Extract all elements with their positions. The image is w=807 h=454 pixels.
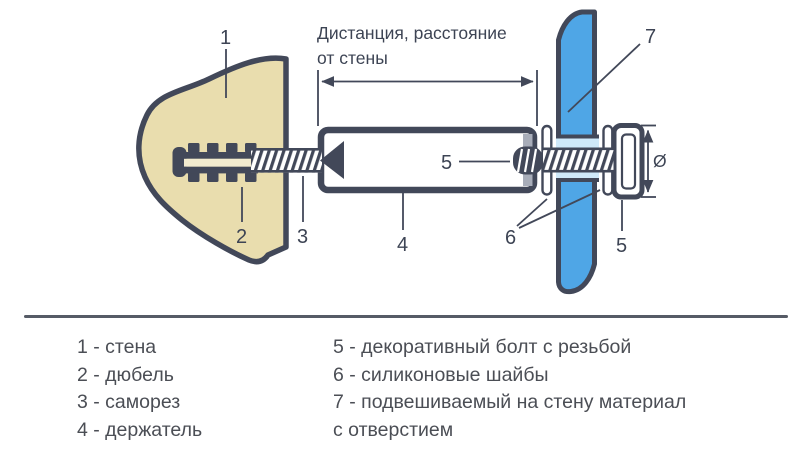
dowel bbox=[172, 143, 258, 182]
callout-panel: 7 bbox=[645, 26, 656, 48]
holder-thread-notch-top bbox=[523, 134, 533, 148]
leader-washer-right bbox=[518, 189, 601, 229]
divider bbox=[24, 315, 788, 318]
legend-column-left: 1 - стена 2 - дюбель 3 - саморез 4 - дер… bbox=[77, 334, 202, 444]
legend-item-bolt: 5 - декоративный болт с резьбой bbox=[333, 336, 632, 358]
callout-wall: 1 bbox=[220, 27, 231, 49]
screw-head bbox=[320, 141, 344, 179]
callout-bolt-at-holder: 5 bbox=[441, 152, 452, 174]
callout-washers: 6 bbox=[505, 227, 516, 249]
leader-washer-left bbox=[516, 198, 548, 227]
diameter-symbol: Ø bbox=[653, 151, 667, 171]
distance-dimension bbox=[317, 70, 538, 126]
legend-item-wall: 1 - стена bbox=[77, 336, 157, 358]
callout-dowel: 2 bbox=[236, 226, 247, 248]
bolt-thread bbox=[543, 147, 614, 173]
callout-holder: 4 bbox=[397, 234, 408, 256]
leader-lines bbox=[225, 43, 641, 231]
legend-item-washers: 6 - силиконовые шайбы bbox=[333, 363, 549, 386]
assembly-diagram: Дистанция, расстояние от стены Ø bbox=[136, 9, 667, 295]
screw-thread bbox=[251, 148, 322, 173]
legend-item-holder: 4 - держатель bbox=[77, 418, 203, 441]
holder bbox=[317, 126, 538, 194]
bolt-stud-grooves bbox=[516, 148, 538, 173]
leader-panel bbox=[567, 43, 641, 113]
diagram-area: Дистанция, расстояние от стены Ø bbox=[136, 9, 667, 295]
diameter-dimension bbox=[641, 124, 656, 198]
callout-cap: 5 bbox=[616, 235, 627, 257]
dimension-note-line1: Дистанция, расстояние bbox=[317, 23, 507, 43]
legend-item-panel: 7 - подвешиваемый на стену материал bbox=[333, 391, 687, 414]
legend-item-dowel: 2 - дюбель bbox=[77, 363, 174, 386]
decorative-cap bbox=[611, 123, 645, 200]
legend-column-right: 5 - декоративный болт с резьбой 6 - сили… bbox=[333, 334, 686, 444]
legend-item-screw: 3 - саморез bbox=[77, 391, 181, 414]
dimension-note-line2: от стены bbox=[317, 48, 388, 68]
holder-thread-notch-bottom bbox=[523, 172, 533, 186]
legend-item-panel-cont: с отверстием bbox=[333, 418, 454, 441]
callout-screw: 3 bbox=[297, 226, 308, 248]
callout-labels: 1 2 3 4 5 6 5 7 bbox=[220, 26, 656, 257]
